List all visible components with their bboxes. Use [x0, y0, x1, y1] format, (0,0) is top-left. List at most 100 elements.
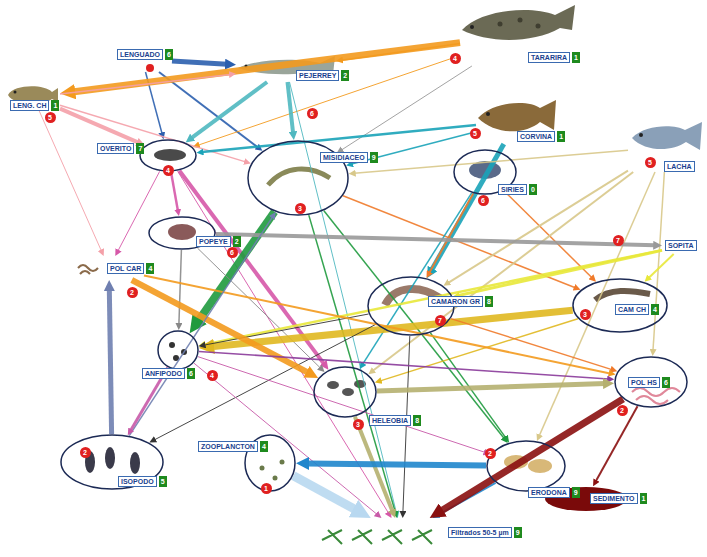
feeding-link: [199, 351, 609, 379]
species-name: OVERITO: [97, 143, 134, 154]
trophic-number: 5: [159, 476, 167, 487]
feeding-link: [596, 406, 638, 481]
node-ellipse: [314, 367, 376, 417]
species-label: LENGUADO6: [117, 49, 173, 60]
species-name: LENGUADO: [117, 49, 163, 60]
node-ellipse: [615, 357, 687, 407]
species-name: ERODONA: [528, 487, 570, 498]
species-node: SIRIES0: [453, 149, 517, 195]
feeding-link: [39, 110, 102, 251]
species-name: CORVINA: [517, 131, 555, 142]
source-dot: [146, 64, 154, 72]
species-name: ISOPODO: [118, 476, 157, 487]
species-name: POL HS: [628, 377, 660, 388]
feeding-link: [288, 82, 294, 133]
worm: [636, 396, 668, 404]
species-node: CORVINA1: [476, 98, 558, 144]
callout-number: 3: [580, 309, 591, 320]
species-name: SOPITA: [665, 240, 697, 251]
shrimp: [595, 291, 650, 300]
fish-spot: [518, 18, 523, 23]
tararira-fish: [462, 5, 575, 40]
feeding-link: [118, 171, 160, 251]
node-ellipse: [487, 441, 565, 491]
worm: [80, 271, 90, 274]
callout-number: 7: [435, 315, 446, 326]
species-label: POPEYE2: [196, 236, 241, 247]
callout-number: 6: [307, 108, 318, 119]
trophic-number: 8: [413, 415, 421, 426]
fish-eye: [639, 133, 643, 137]
species-name: SIRIES: [498, 184, 527, 195]
callout-number: 2: [617, 405, 628, 416]
species-node: ERODONA9: [486, 440, 566, 492]
species-label: SOPITA: [665, 240, 697, 251]
feeding-link: [649, 254, 674, 278]
feeding-link: [352, 132, 476, 164]
species-node: HELEOBIA8: [313, 366, 377, 418]
feeding-link: [216, 234, 655, 245]
species-name: Filtrados 50-5 µm: [448, 527, 512, 538]
species-label: SEDIMENTO1: [590, 493, 647, 504]
node-ellipse: [158, 331, 198, 369]
callout-number: 6: [227, 247, 238, 258]
feeding-link: [202, 125, 476, 152]
species-name: MISIDIACEO: [320, 152, 368, 163]
species-label: ZOOPLANCTON4: [198, 441, 268, 452]
trophic-number: 8: [485, 296, 493, 307]
callout-number: 6: [478, 195, 489, 206]
feeding-link: [60, 74, 230, 94]
species-node: CAM CH4: [572, 278, 668, 333]
callout-number: 2: [127, 287, 138, 298]
trophic-number: 2: [341, 70, 349, 81]
isopod: [130, 452, 140, 474]
feeding-link: [342, 44, 461, 61]
feeding-link: [448, 171, 628, 283]
trophic-number: 1: [572, 52, 580, 63]
species-label: CAM CH4: [615, 304, 659, 315]
species-label: MISIDIACEO9: [320, 152, 378, 163]
feeding-link: [204, 250, 662, 345]
feeding-link: [293, 476, 357, 511]
species-label: TARARIRA1: [528, 52, 580, 63]
trophic-number: 6: [187, 368, 195, 379]
worm: [632, 388, 680, 396]
feeding-link: [159, 72, 258, 147]
fish-spot: [498, 22, 503, 27]
overito-fish: [154, 149, 186, 161]
species-name: CAM CH: [615, 304, 649, 315]
feeding-link: [539, 172, 655, 436]
callout-number: 1: [261, 483, 272, 494]
species-node: SOPITA: [662, 238, 702, 254]
crab: [168, 224, 196, 240]
feeding-link: [144, 275, 610, 373]
trophic-number: 9: [514, 527, 522, 538]
feeding-link: [198, 357, 485, 453]
species-node: POL CAR4: [74, 256, 144, 280]
snail: [327, 381, 339, 389]
species-name: HELEOBIA: [369, 415, 411, 426]
callout-number: 2: [80, 447, 91, 458]
species-name: POL CAR: [107, 263, 144, 274]
feeding-link: [458, 250, 662, 295]
species-name: SEDIMENTO: [590, 493, 638, 504]
feeding-link: [191, 82, 267, 138]
snail: [342, 388, 354, 396]
species-label: ERODONA9: [528, 487, 580, 498]
fish-eye: [14, 91, 17, 94]
callout-number: 7: [613, 235, 624, 246]
species-node: LENG. CH1: [6, 84, 60, 110]
trophic-number: 9: [370, 152, 378, 163]
zooplankton: [280, 460, 285, 465]
trophic-number: 9: [572, 487, 580, 498]
trophic-number: 7: [136, 143, 144, 154]
trophic-number: 6: [662, 377, 670, 388]
trophic-number: 0: [529, 184, 537, 195]
fish-eye: [470, 25, 474, 29]
species-name: PEJERREY: [296, 70, 339, 81]
callout-number: 3: [295, 203, 306, 214]
species-node: ANFIPODO6: [157, 330, 199, 370]
species-label: CAMARON GR8: [428, 296, 493, 307]
